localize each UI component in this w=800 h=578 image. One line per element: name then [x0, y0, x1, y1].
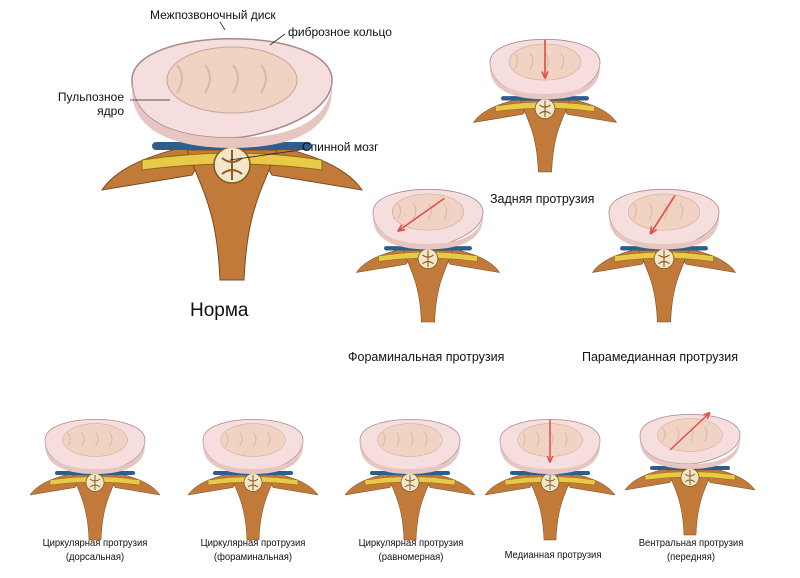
arrow-icon	[649, 195, 676, 235]
label-posterior: Задняя протрузия	[490, 192, 595, 206]
spinous-process	[667, 469, 713, 536]
spine-normal	[100, 38, 364, 281]
label-circ-uniform: Циркулярная протрузия(равномерная)	[358, 537, 464, 563]
grey-matter	[539, 100, 551, 118]
grey-matter	[404, 475, 416, 490]
label-circ-dorsal: Циркулярная протрузия(дорсальная)	[42, 537, 148, 563]
grey-matter	[684, 470, 696, 485]
grey-matter	[247, 475, 259, 490]
grey-matter	[544, 475, 556, 490]
spinous-process	[519, 100, 571, 173]
spine-circular-0	[29, 419, 161, 541]
nucleus-pulposus	[62, 423, 128, 457]
spinous-process	[387, 474, 433, 541]
nucleus-pulposus	[391, 193, 465, 231]
spine-posterior	[472, 38, 618, 173]
label-foraminal: Фораминальная протрузия	[348, 350, 505, 364]
nucleus-pulposus	[657, 418, 723, 452]
label-median: Медианная протрузия	[504, 549, 602, 561]
spinous-process	[230, 474, 276, 541]
label-annulus: фиброзное кольцо	[288, 25, 392, 39]
label-disc: Межпозвоночный диск	[150, 8, 276, 22]
grey-matter	[89, 475, 101, 490]
spinous-process	[72, 474, 118, 541]
spine-median	[484, 419, 616, 541]
spinous-process	[186, 149, 278, 281]
nucleus-pulposus	[377, 423, 443, 457]
label-norm: Норма	[190, 300, 249, 321]
label-paramedian: Парамедианная протрузия	[582, 350, 739, 364]
spine-circular-2	[344, 419, 476, 541]
grey-matter	[221, 150, 243, 180]
spine-ventral	[624, 411, 756, 536]
spinous-process	[402, 250, 454, 323]
spine-paramedian	[591, 188, 737, 323]
spine-foraminal	[355, 188, 501, 323]
arrow-icon	[669, 411, 711, 451]
spinous-process	[527, 474, 573, 541]
grey-matter	[422, 250, 434, 268]
label-cord: Спинной мозг	[302, 140, 379, 154]
arrow-icon	[397, 197, 445, 232]
spinous-process	[638, 250, 690, 323]
label-ventral: Вентральная протрузия(передняя)	[638, 537, 744, 563]
nucleus-pulposus	[220, 423, 286, 457]
grey-matter	[658, 250, 670, 268]
nucleus-pulposus	[166, 46, 298, 114]
label-circ-foraminal: Циркулярная протрузия(фораминальная)	[200, 537, 306, 563]
spine-circular-1	[187, 419, 319, 541]
label-nucleus: Пульпозное ядро	[57, 90, 124, 118]
